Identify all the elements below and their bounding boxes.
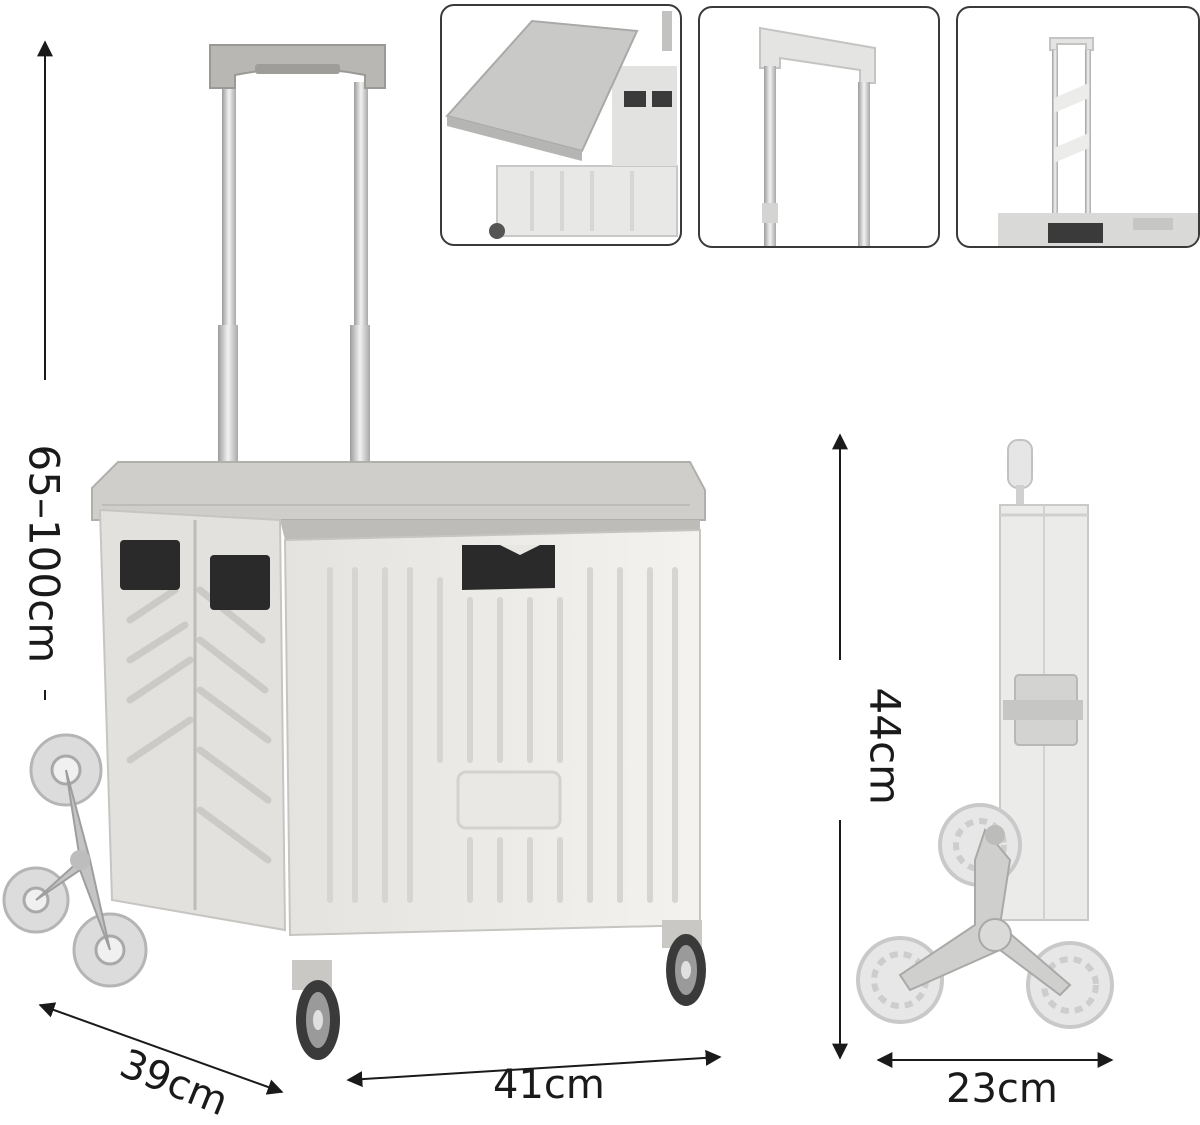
width-label: 41cm — [493, 1062, 605, 1108]
height-range-label: 65–100cm — [19, 444, 69, 664]
depth-dimension-line — [38, 1002, 284, 1095]
handle-extended-thumbnail — [956, 6, 1200, 248]
handle-extended-icon — [998, 37, 1198, 246]
main-cart — [2, 44, 706, 1060]
side-width-label: 23cm — [946, 1066, 1058, 1112]
handle-closeup-thumbnail — [698, 6, 940, 248]
lid-open-thumbnail — [440, 4, 682, 246]
cart-lid-open-icon — [445, 11, 678, 239]
side-height-label: 44cm — [860, 687, 910, 805]
handle-closeup-icon — [759, 26, 876, 246]
width-dimension-line — [346, 1049, 722, 1088]
side-folded-view — [856, 439, 1114, 1029]
